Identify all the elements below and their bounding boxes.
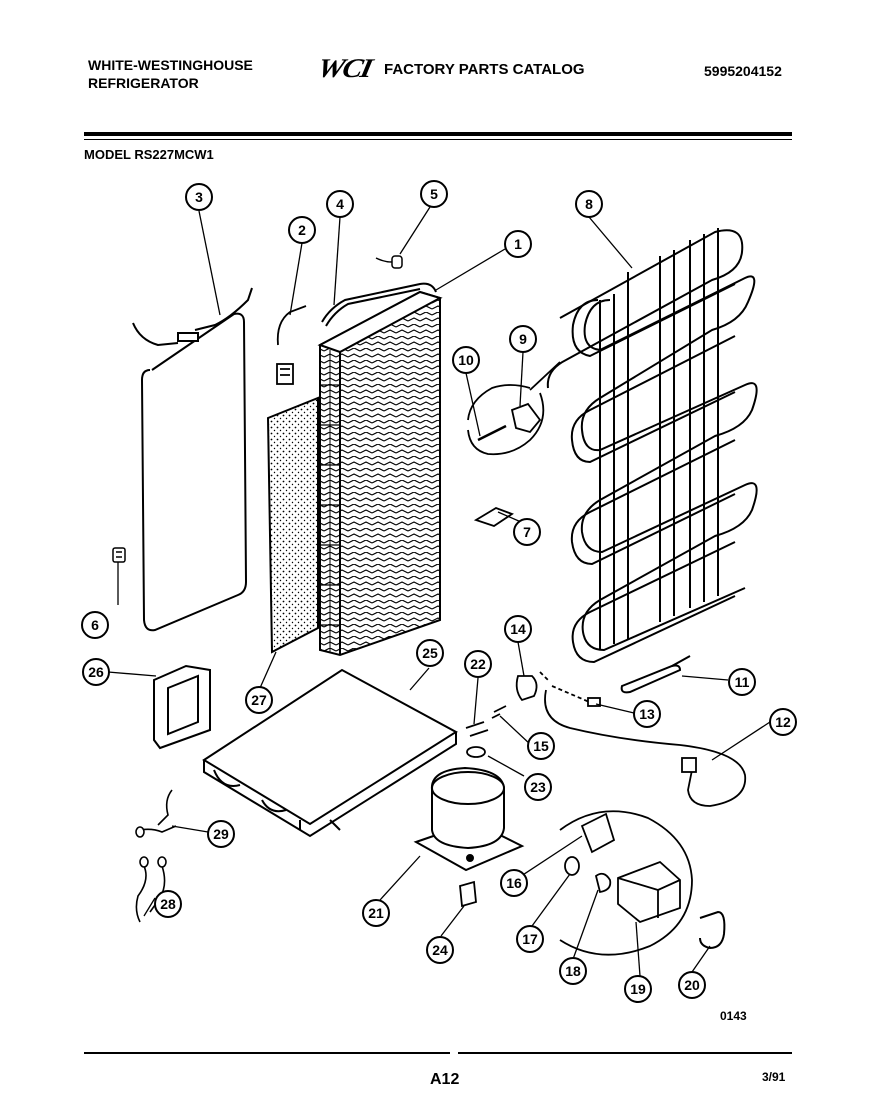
mounting-bracket-part xyxy=(153,664,211,750)
callout-label-21: 21 xyxy=(368,905,384,921)
header-rule-thick xyxy=(84,132,792,136)
callout-22: 22 xyxy=(464,650,492,678)
callout-label-10: 10 xyxy=(458,352,474,368)
callout-19: 19 xyxy=(624,975,652,1003)
door-gasket-part xyxy=(132,287,253,632)
compressor-part xyxy=(413,766,525,872)
catalog-number: 5995204152 xyxy=(704,63,782,79)
callout-24: 24 xyxy=(426,936,454,964)
fitting-part xyxy=(375,255,403,269)
callout-label-9: 9 xyxy=(519,331,527,347)
model-number: MODEL RS227MCW1 xyxy=(84,147,214,162)
callout-label-18: 18 xyxy=(565,963,581,979)
callout-15: 15 xyxy=(527,732,555,760)
callout-29: 29 xyxy=(207,820,235,848)
callout-label-4: 4 xyxy=(336,196,344,212)
callout-label-29: 29 xyxy=(213,826,229,842)
cord-clip-part xyxy=(699,910,726,950)
callout-26: 26 xyxy=(82,658,110,686)
callout-3: 3 xyxy=(185,183,213,211)
callout-label-20: 20 xyxy=(684,977,700,993)
callout-11: 11 xyxy=(728,668,756,696)
callout-label-15: 15 xyxy=(533,738,549,754)
callout-14: 14 xyxy=(504,615,532,643)
callout-label-7: 7 xyxy=(523,524,531,540)
callout-label-17: 17 xyxy=(522,931,538,947)
bracket-detail xyxy=(467,361,561,456)
grommet-part xyxy=(465,721,489,758)
clamp-part xyxy=(491,671,601,719)
callout-1: 1 xyxy=(504,230,532,258)
callout-28: 28 xyxy=(154,890,182,918)
callout-label-5: 5 xyxy=(430,186,438,202)
callout-21: 21 xyxy=(362,899,390,927)
callout-label-22: 22 xyxy=(470,656,486,672)
callout-10: 10 xyxy=(452,346,480,374)
callout-2: 2 xyxy=(288,216,316,244)
wire-clip-part xyxy=(473,507,514,527)
clip-part xyxy=(276,305,307,385)
callout-label-2: 2 xyxy=(298,222,306,238)
callout-label-11: 11 xyxy=(735,674,750,690)
callout-27: 27 xyxy=(245,686,273,714)
callout-8: 8 xyxy=(575,190,603,218)
revision-date: 3/91 xyxy=(762,1070,786,1084)
callout-label-3: 3 xyxy=(195,189,203,205)
callout-25: 25 xyxy=(416,639,444,667)
diagram-code: 0143 xyxy=(720,1009,747,1023)
callout-7: 7 xyxy=(513,518,541,546)
mount-grommet-part xyxy=(459,880,477,908)
heater-plug-part xyxy=(112,547,126,563)
callout-9: 9 xyxy=(509,325,537,353)
footer-rule-left xyxy=(84,1052,450,1054)
wiring-harness-part xyxy=(135,789,177,923)
callout-12: 12 xyxy=(769,708,797,736)
callout-label-13: 13 xyxy=(639,706,655,722)
power-cord-part xyxy=(544,689,747,807)
catalog-title: FACTORY PARTS CATALOG xyxy=(384,61,585,78)
callout-label-19: 19 xyxy=(630,981,646,997)
callout-label-1: 1 xyxy=(514,236,522,252)
callout-6: 6 xyxy=(81,611,109,639)
callout-label-27: 27 xyxy=(251,692,267,708)
callout-13: 13 xyxy=(633,700,661,728)
callout-label-12: 12 xyxy=(775,714,791,730)
callout-label-14: 14 xyxy=(510,621,526,637)
leader-lines xyxy=(107,206,771,977)
drain-tube-part xyxy=(321,282,437,327)
callout-17: 17 xyxy=(516,925,544,953)
callout-label-16: 16 xyxy=(506,875,522,891)
callout-label-28: 28 xyxy=(160,896,176,912)
callout-5: 5 xyxy=(420,180,448,208)
callout-20: 20 xyxy=(678,971,706,999)
callout-4: 4 xyxy=(326,190,354,218)
callout-23: 23 xyxy=(524,773,552,801)
callout-label-25: 25 xyxy=(422,645,438,661)
filter-pad-part xyxy=(266,396,319,654)
callout-16: 16 xyxy=(500,869,528,897)
callout-label-6: 6 xyxy=(91,617,99,633)
base-tray-part xyxy=(202,668,458,838)
drier-part xyxy=(620,655,691,694)
header-rule-thin xyxy=(84,139,792,140)
evaporator-coil-part xyxy=(317,290,443,657)
electrical-detail xyxy=(559,810,693,956)
callout-label-23: 23 xyxy=(530,779,546,795)
callout-label-26: 26 xyxy=(88,664,104,680)
footer-rule-right xyxy=(458,1052,792,1054)
page-number: A12 xyxy=(430,1071,460,1088)
callout-label-8: 8 xyxy=(585,196,593,212)
product-type: REFRIGERATOR xyxy=(88,75,199,91)
callout-18: 18 xyxy=(559,957,587,985)
brand-name: WHITE-WESTINGHOUSE xyxy=(88,57,253,73)
condenser-coil-part xyxy=(546,228,758,664)
callout-label-24: 24 xyxy=(432,942,448,958)
